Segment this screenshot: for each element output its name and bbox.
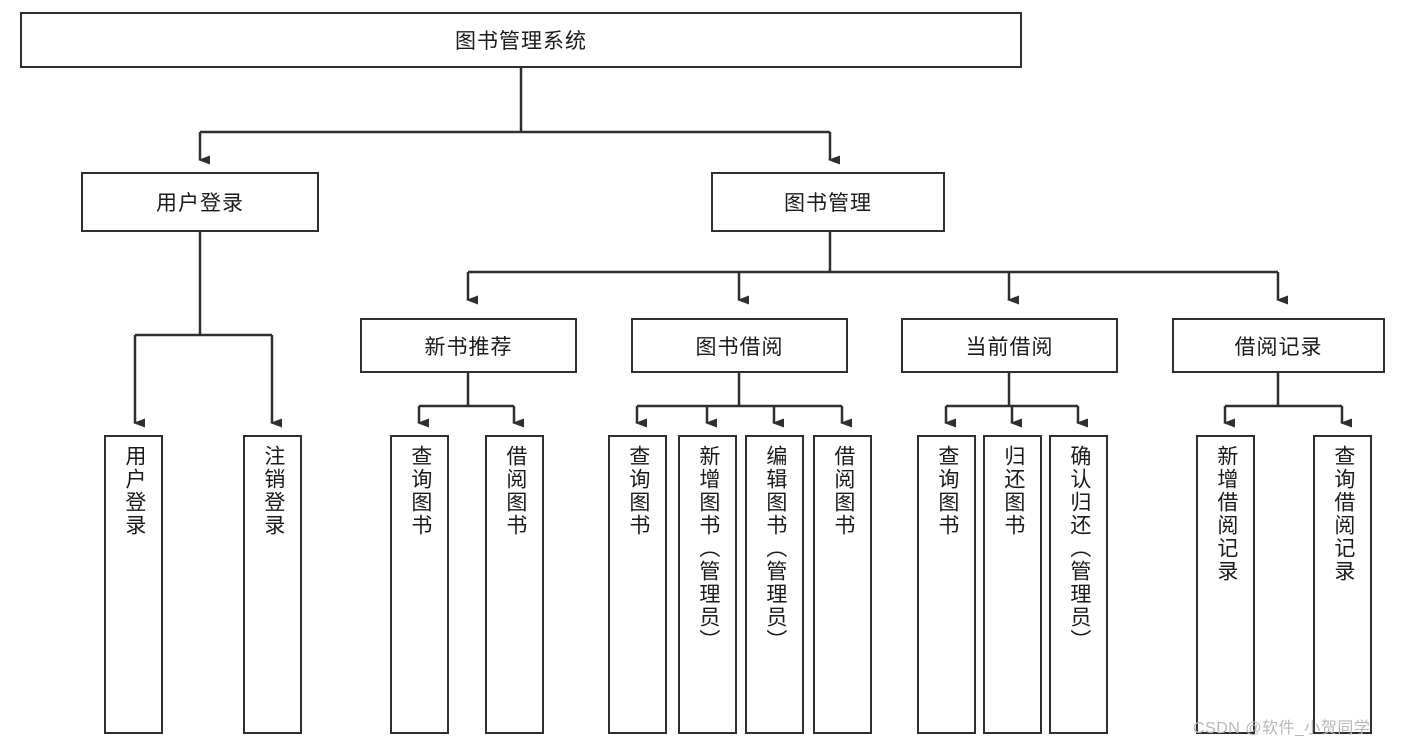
- leaf-query-book-current[interactable]: 查询图书: [917, 435, 976, 734]
- leaf-logout[interactable]: 注销登录: [243, 435, 302, 734]
- leaf-borrow-book[interactable]: 借阅图书: [813, 435, 872, 734]
- node-current-borrow[interactable]: 当前借阅: [901, 318, 1118, 373]
- node-user-login[interactable]: 用户登录: [81, 172, 319, 232]
- leaf-query-book-borrow[interactable]: 查询图书: [608, 435, 667, 734]
- leaf-query-book-recommend[interactable]: 查询图书: [390, 435, 449, 734]
- node-book-borrow[interactable]: 图书借阅: [631, 318, 848, 373]
- leaf-edit-book-admin[interactable]: 编辑图书（管理员）: [745, 435, 804, 734]
- leaf-borrow-book-recommend[interactable]: 借阅图书: [485, 435, 544, 734]
- node-new-book-recommend[interactable]: 新书推荐: [360, 318, 577, 373]
- leaf-query-borrow-record[interactable]: 查询借阅记录: [1313, 435, 1372, 734]
- leaf-user-login[interactable]: 用户登录: [104, 435, 163, 734]
- leaf-add-book-admin[interactable]: 新增图书（管理员）: [678, 435, 737, 734]
- csdn-watermark: CSDN @软件_小贺同学: [1193, 720, 1371, 737]
- leaf-return-book[interactable]: 归还图书: [983, 435, 1042, 734]
- node-borrow-record[interactable]: 借阅记录: [1172, 318, 1385, 373]
- leaf-confirm-return-admin[interactable]: 确认归还（管理员）: [1049, 435, 1108, 734]
- node-root-system[interactable]: 图书管理系统: [20, 12, 1022, 68]
- leaf-add-borrow-record[interactable]: 新增借阅记录: [1196, 435, 1255, 734]
- node-book-management[interactable]: 图书管理: [711, 172, 945, 232]
